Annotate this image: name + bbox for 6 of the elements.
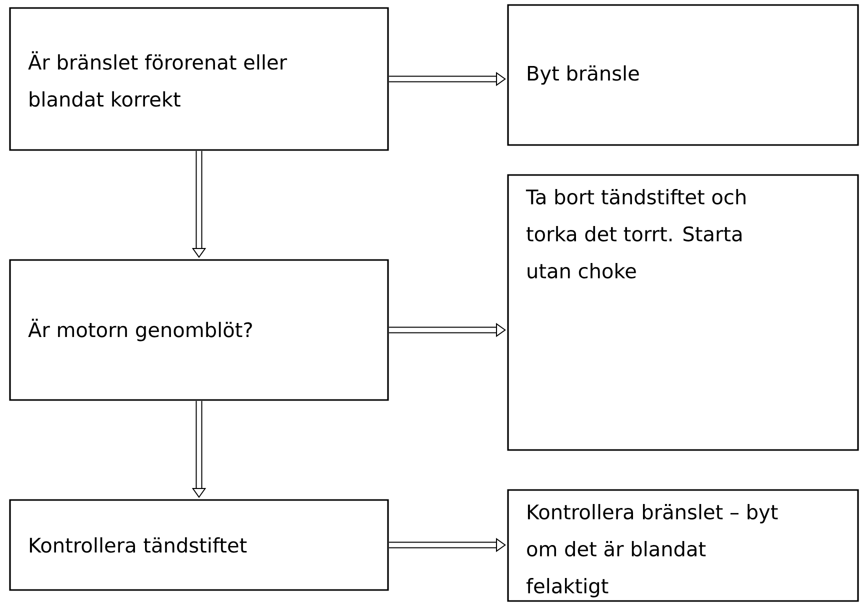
text-box: Ta bort tändstiftet och torka det torrt. Starta utan choke	[507, 174, 859, 451]
text-box: Är bränslet förorenat eller blandat korrekt	[9, 7, 389, 151]
text-box: Kontrollera tändstiftet	[9, 499, 389, 591]
text-box: Är motorn genomblöt?	[9, 259, 389, 401]
text-box: Byt bränsle	[507, 4, 859, 146]
text-box: Kontrollera bränslet – byt om det är blandat felaktigt	[507, 489, 859, 602]
